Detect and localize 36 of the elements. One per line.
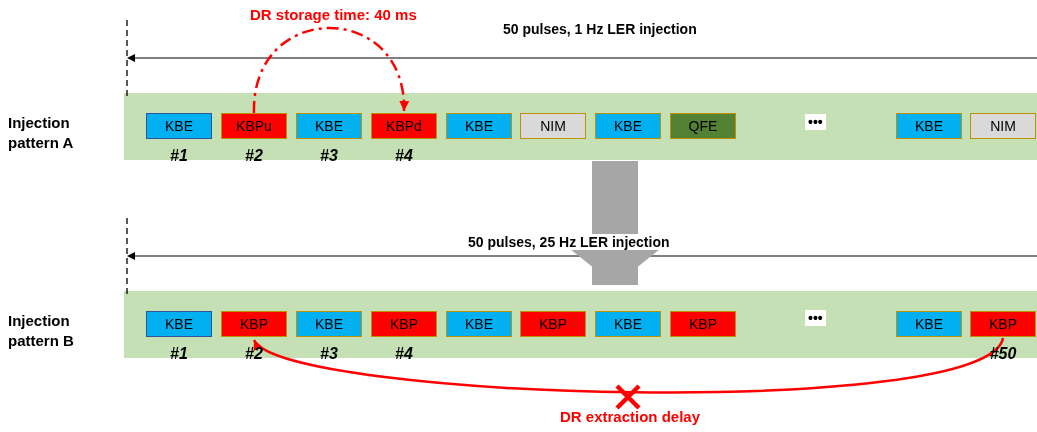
device-box: KBE (896, 113, 962, 139)
edge-label: DR storage time: 40 ms (250, 6, 417, 23)
pulse-number: #4 (395, 147, 413, 165)
device-box: KBP (371, 311, 437, 337)
row-heading: Injection pattern B (8, 311, 75, 351)
device-box: NIM (970, 113, 1036, 139)
device-box: KBPd (371, 113, 437, 139)
device-box: KBPu (221, 113, 287, 139)
pulse-number: #1 (170, 345, 188, 363)
device-box: KBE (595, 311, 661, 337)
device-box: NIM (520, 113, 586, 139)
device-box: KBP (520, 311, 586, 337)
device-box: KBE (146, 311, 212, 337)
device-box: KBP (221, 311, 287, 337)
pulse-number: #1 (170, 147, 188, 165)
pulse-number: #3 (320, 345, 338, 363)
edge-label: DR extraction delay (560, 408, 701, 425)
ellipsis: ••• (805, 114, 826, 130)
ellipsis: ••• (805, 310, 826, 326)
device-box: KBP (670, 311, 736, 337)
row-heading: Injection pattern A (8, 113, 75, 153)
pulse-number: #4 (395, 345, 413, 363)
pulse-number: #2 (245, 147, 263, 165)
device-box: KBE (146, 113, 212, 139)
pulse-number: #2 (245, 345, 263, 363)
device-box: KBE (896, 311, 962, 337)
device-box: KBE (595, 113, 661, 139)
pulse-number: #50 (989, 345, 1017, 363)
pulse-number: #3 (320, 147, 338, 165)
device-box: KBE (446, 311, 512, 337)
arrow (252, 26, 409, 114)
device-box: KBP (970, 311, 1036, 337)
device-box: QFE (670, 113, 736, 139)
device-box: KBE (446, 113, 512, 139)
device-box: KBE (296, 113, 362, 139)
device-box: KBE (296, 311, 362, 337)
